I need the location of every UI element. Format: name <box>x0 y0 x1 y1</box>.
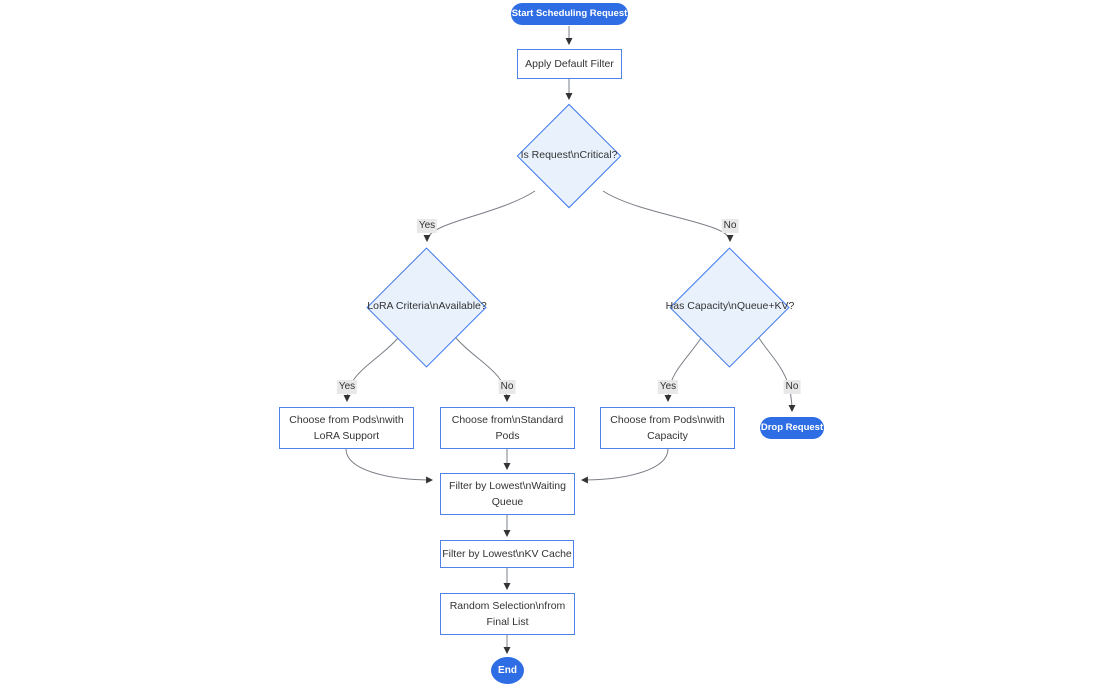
edge-critical-yes <box>423 190 536 243</box>
edge-label-critical-no: No <box>721 219 739 233</box>
decision-lora-criteria-label: LoRA Criteria\nAvailable? <box>367 300 487 312</box>
decision-is-request-critical-label: Is Request\nCritical? <box>520 149 618 161</box>
node-filter-kv-cache: Filter by Lowest\nKV Cache <box>440 540 574 568</box>
edge-capacitypods-to-waiting <box>580 448 669 484</box>
node-drop-request: Drop Request <box>760 417 824 439</box>
edge-label-capacity-yes: Yes <box>657 380 679 394</box>
edge-label-lora-no: No <box>498 380 516 394</box>
node-filter-waiting-queue: Filter by Lowest\nWaiting Queue <box>440 473 575 515</box>
decision-has-capacity-label: Has Capacity\nQueue+KV? <box>665 300 795 312</box>
node-start-scheduling-request: Start Scheduling Request <box>511 3 628 25</box>
node-random-selection: Random Selection\nfrom Final List <box>440 593 575 635</box>
edge-lorapods-to-waiting <box>345 448 434 484</box>
edge-label-capacity-no: No <box>783 380 801 394</box>
edge-label-critical-yes: Yes <box>416 219 438 233</box>
edge-capacity-no <box>758 337 796 413</box>
edge-critical-no <box>602 190 734 243</box>
node-end: End <box>491 657 524 684</box>
node-choose-lora-pods: Choose from Pods\nwith LoRA Support <box>279 407 414 449</box>
node-apply-default-filter: Apply Default Filter <box>517 49 622 79</box>
edge-label-lora-yes: Yes <box>336 380 358 394</box>
node-choose-standard-pods: Choose from\nStandard Pods <box>440 407 575 449</box>
node-choose-capacity-pods: Choose from Pods\nwith Capacity <box>600 407 735 449</box>
